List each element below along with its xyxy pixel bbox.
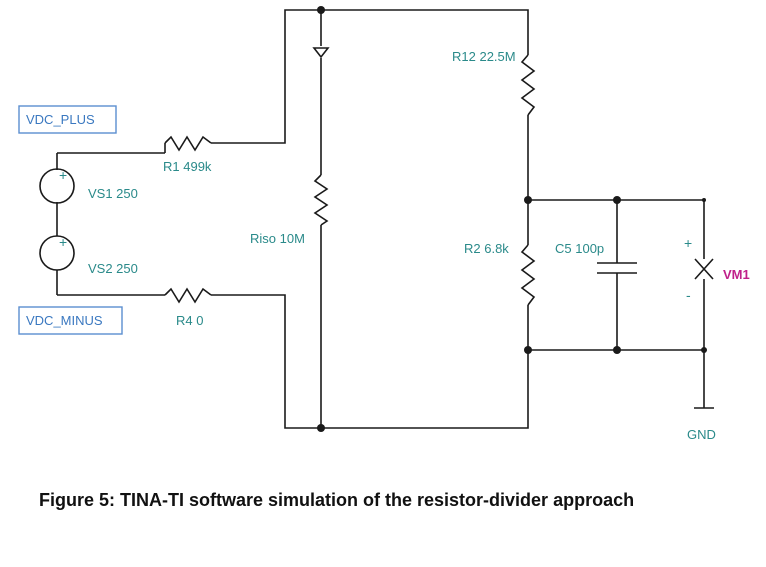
junction-dot [702, 198, 706, 202]
net-tag-vdc-minus-box [18, 306, 123, 335]
resistor-r2 [520, 244, 536, 306]
junction-dot [317, 424, 325, 432]
vs2-plus-sign: + [59, 234, 67, 250]
label-vs1: VS1 250 [88, 186, 138, 201]
junction-dot [317, 6, 325, 14]
label-vs2: VS2 250 [88, 261, 138, 276]
label-gnd: GND [687, 427, 716, 442]
junction-dot [524, 196, 532, 204]
voltmeter-vm1 [694, 252, 714, 285]
junction-dot [613, 196, 621, 204]
junction-dot [613, 346, 621, 354]
label-vm1: VM1 [723, 267, 750, 282]
arrow-marker [312, 47, 330, 59]
resistor-r4 [164, 287, 212, 304]
label-r12: R12 22.5M [452, 49, 516, 64]
junction-dot [524, 346, 532, 354]
figure-caption: Figure 5: TINA-TI software simulation of… [39, 490, 634, 510]
junction-dot [701, 347, 707, 353]
label-riso: Riso 10M [250, 231, 305, 246]
wire-r4-right [211, 294, 529, 429]
label-r1: R1 499k [163, 159, 212, 174]
net-tag-vdc-minus: VDC_MINUS [26, 313, 103, 328]
wire-r1-right [211, 9, 529, 144]
label-c5: C5 100p [555, 241, 604, 256]
label-r4: R4 0 [176, 313, 203, 328]
resistor-riso [313, 174, 329, 226]
wire-node-bottom [528, 285, 705, 351]
voltage-source-vs1 [39, 168, 75, 204]
label-r2: R2 6.8k [464, 241, 509, 256]
vm-plus-sign: + [684, 235, 692, 251]
vs1-plus-sign: + [59, 167, 67, 183]
resistor-r1 [164, 135, 212, 152]
vm-minus-sign: - [686, 287, 691, 303]
voltage-source-vs2 [39, 235, 75, 271]
net-tag-vdc-plus-box [18, 105, 117, 134]
resistor-r12 [520, 54, 536, 116]
net-tag-vdc-plus: VDC_PLUS [26, 112, 95, 127]
